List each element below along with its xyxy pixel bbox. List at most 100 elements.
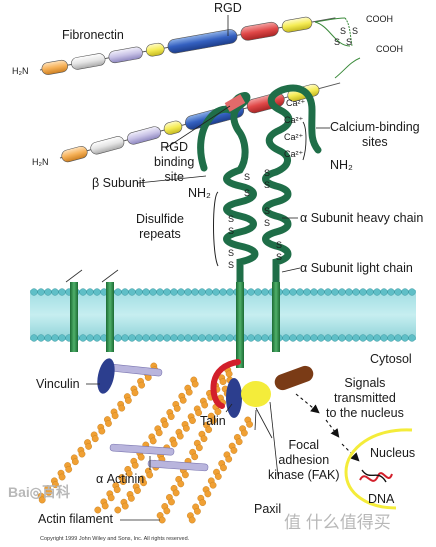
lipid-head — [184, 288, 192, 296]
lipid-head — [170, 334, 178, 342]
lipid-head — [324, 334, 332, 342]
lipid-head — [51, 288, 59, 296]
s-alpha-4: S — [264, 218, 271, 228]
lipid-head — [212, 288, 220, 296]
fak-protein — [274, 365, 314, 391]
lipid-head — [219, 334, 227, 342]
rgd-binding-site-mark — [224, 94, 246, 112]
actin-bead — [138, 381, 146, 389]
actin-bead — [214, 473, 222, 480]
lipid-head — [352, 288, 360, 296]
fibronectin-label: Fibronectin — [62, 28, 124, 42]
lipid-head — [289, 288, 297, 296]
rgd-binding-line-1: RGD — [160, 140, 189, 154]
lipid-head — [114, 334, 122, 342]
lipid-head — [317, 288, 325, 296]
actin-bead — [131, 389, 139, 397]
s-beta-1: S — [244, 172, 251, 182]
lipid-head — [156, 334, 164, 342]
lipid-head — [51, 334, 59, 342]
lipid-head — [394, 288, 402, 296]
actin-bead — [127, 494, 135, 502]
actin-filament-label: Actin filament — [38, 512, 114, 526]
lipid-head — [296, 288, 304, 296]
disulfide-line-1: Disulfide — [136, 212, 184, 226]
s-top-3: S — [334, 37, 341, 47]
lipid-head — [156, 288, 164, 296]
actin-bead — [209, 481, 217, 489]
smzdm-watermark: 值 什么值得买 — [284, 513, 391, 532]
actin-bead — [134, 487, 141, 494]
actin-bead — [131, 461, 139, 469]
actin-bead — [220, 464, 227, 472]
lipid-head — [331, 288, 339, 296]
actin-bead — [179, 396, 187, 404]
actin-bead — [167, 413, 175, 420]
actin-bead — [85, 442, 93, 450]
lipid-head — [303, 288, 311, 296]
lipid-head — [247, 288, 255, 296]
lipid-head — [303, 334, 311, 342]
s-beta-5: S — [228, 248, 235, 258]
lipid-head — [205, 288, 213, 296]
lipid-head — [191, 288, 199, 296]
rgd-label: RGD — [214, 1, 242, 15]
ca-label-2: Ca²⁺ — [284, 115, 304, 125]
s-top-2: S — [352, 26, 359, 36]
lipid-head — [408, 288, 416, 296]
paxillin-protein — [241, 381, 271, 407]
s-alpha-1: S — [264, 168, 271, 178]
calcium-binding-line-1: Calcium-binding — [330, 120, 420, 134]
s-beta-6: S — [228, 260, 235, 270]
disulfide-repeats-label: Disulfide repeats — [136, 212, 184, 242]
actin-bead — [177, 480, 185, 488]
actin-bead — [209, 417, 217, 425]
actin-bead — [124, 397, 132, 404]
calcium-binding-sites-label: Calcium-binding sites — [330, 120, 420, 150]
copyright-notice: Copyright 1999 John Wiley and Sons, Inc.… — [40, 536, 190, 542]
lipid-head — [58, 288, 66, 296]
actin-bead — [52, 481, 59, 489]
lipid-head — [191, 334, 199, 342]
actin-bead — [98, 427, 106, 435]
lipid-head — [93, 334, 101, 342]
lipid-head — [30, 334, 38, 342]
actin-bead — [94, 506, 102, 514]
lipid-head — [282, 288, 290, 296]
lipid-head — [345, 288, 353, 296]
actin-bead — [121, 502, 129, 510]
pointer-lines — [86, 105, 330, 521]
signals-label: Signals transmitted to the nucleus — [326, 376, 404, 421]
actin-bead — [113, 486, 121, 494]
lipid-head — [373, 334, 381, 342]
actin-bead — [188, 516, 196, 524]
alpha-actinin-bars — [101, 363, 209, 472]
talin-label: Talin — [200, 414, 226, 428]
lipid-head — [247, 334, 255, 342]
lipid-head — [394, 334, 402, 342]
actin-bead — [163, 507, 171, 515]
vinculin-label: Vinculin — [36, 377, 80, 391]
lipid-head — [37, 288, 45, 296]
lipid-head — [79, 288, 87, 296]
transmembrane-segments — [65, 269, 280, 368]
lipid-head — [142, 288, 150, 296]
actin-bead — [118, 404, 126, 412]
actin-bead — [172, 489, 180, 497]
cytosol-label: Cytosol — [370, 352, 412, 366]
lipid-head — [86, 288, 94, 296]
lipid-head — [198, 288, 206, 296]
actin-bead — [194, 507, 201, 515]
lipid-head — [324, 288, 332, 296]
actin-bead — [65, 465, 73, 473]
actin-bead — [140, 479, 147, 487]
actin-bead — [161, 421, 169, 429]
lipid-head — [338, 334, 346, 342]
talin-blue-domain — [226, 378, 242, 418]
s-alpha-5: S — [276, 240, 283, 250]
actin-bead — [91, 435, 99, 443]
lipid-head — [387, 334, 395, 342]
dna-strand — [359, 472, 393, 482]
actin-bead — [119, 478, 127, 485]
vinculin-protein — [97, 358, 115, 394]
